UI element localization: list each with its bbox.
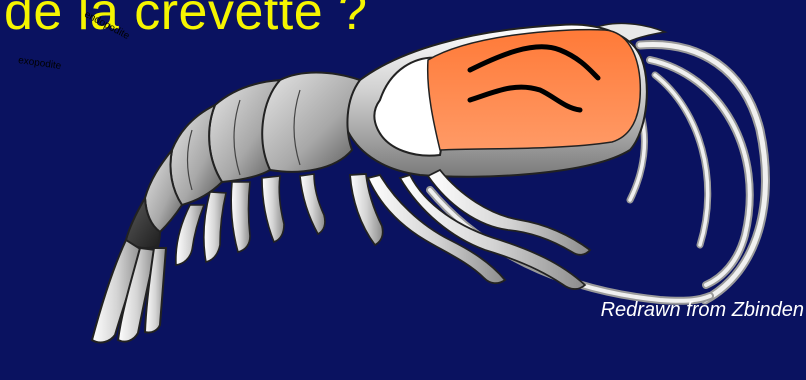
image-credit: Redrawn from Zbinden	[601, 299, 804, 322]
slide-title: de la crevette ?	[4, 0, 368, 38]
abdomen	[145, 73, 360, 233]
walking-legs	[350, 170, 590, 289]
tail-fan	[92, 240, 166, 342]
